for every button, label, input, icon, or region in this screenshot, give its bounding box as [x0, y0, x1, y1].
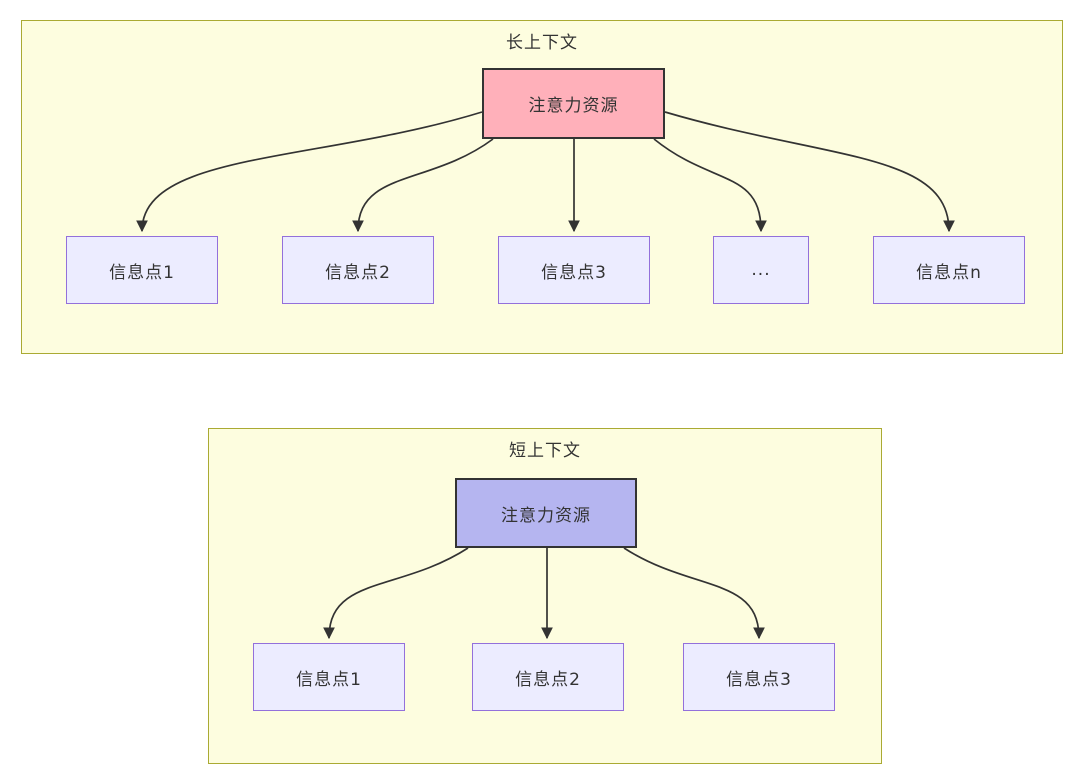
- short-attention-resource-node: 注意力资源: [455, 478, 637, 548]
- node-label: 信息点2: [325, 262, 391, 283]
- node-label: 信息点3: [726, 669, 792, 690]
- short-context-cluster-title: 短上下文: [509, 441, 581, 461]
- long-info-node-2: 信息点2: [282, 236, 434, 304]
- node-label: 信息点3: [541, 262, 607, 283]
- node-label: 注意力资源: [528, 96, 619, 116]
- long-info-node-ellipsis: ...: [713, 236, 809, 304]
- node-label: 信息点2: [515, 669, 581, 690]
- node-label: 信息点1: [109, 262, 175, 283]
- short-info-node-2: 信息点2: [472, 643, 624, 711]
- long-attention-resource-node: 注意力资源: [482, 68, 665, 139]
- short-info-node-3: 信息点3: [683, 643, 835, 711]
- node-label: ...: [751, 260, 771, 280]
- long-info-node-1: 信息点1: [66, 236, 218, 304]
- long-info-node-3: 信息点3: [498, 236, 650, 304]
- node-label: 注意力资源: [501, 505, 591, 526]
- node-label: 信息点1: [296, 669, 362, 690]
- short-info-node-1: 信息点1: [253, 643, 405, 711]
- long-context-cluster-title: 长上下文: [506, 33, 578, 53]
- node-label: 信息点n: [916, 262, 982, 283]
- long-info-node-n: 信息点n: [873, 236, 1025, 304]
